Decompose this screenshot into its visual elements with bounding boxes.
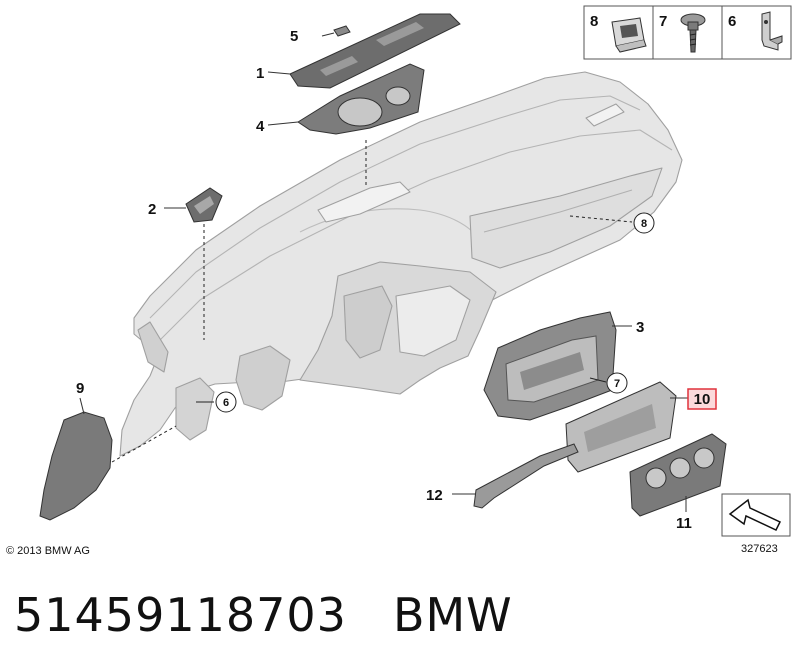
callout-2: 2 [148,201,156,218]
callout-3: 3 [636,319,644,336]
legend-label-8: 8 [590,13,598,30]
callout-5: 5 [290,28,298,45]
callout-10-highlighted[interactable]: 10 [687,388,717,410]
legend-box: 8 7 6 [583,5,792,60]
copyright-text: © 2013 BMW AG [6,545,90,557]
part-11-climate-panel [629,433,727,517]
callout-1: 1 [256,65,264,82]
dashboard-body [119,71,683,457]
callout-circle-7: 7 [606,372,628,394]
orientation-arrow-box: 327623 [721,493,791,555]
brand-name: BMW [392,588,513,642]
callout-4: 4 [256,118,265,135]
callout-11: 11 [676,515,692,532]
svg-text:7: 7 [614,378,620,390]
callout-circle-8: 8 [633,212,655,234]
callout-labels: 5 1 4 2 3 9 12 11 8 7 6 10 [76,28,717,532]
part-1-cover [267,13,461,89]
svg-text:6: 6 [223,397,229,409]
legend-label-6: 6 [728,13,736,30]
leader-lines [111,140,633,463]
part-2-vent [164,187,223,223]
callout-12: 12 [426,487,443,504]
part-number: 51459118703 [14,588,347,642]
part-9-side-trim [39,397,113,521]
part-10-trim [565,381,688,473]
screw-icon [680,13,706,53]
part-3-bracket [483,311,632,421]
legend-label-7: 7 [659,13,667,30]
part-5-cap [321,25,351,37]
part-12-rail [452,443,579,509]
part-4-carrier [267,63,425,135]
parts-diagram: 8 7 6 [6,5,792,557]
bracket-icon [761,11,783,51]
svg-text:8: 8 [641,218,647,230]
part-caption: 51459118703 BMW [14,588,513,642]
diagram-number: 327623 [741,543,778,555]
callout-circle-6: 6 [215,391,237,413]
svg-text:10: 10 [694,391,711,408]
callout-9: 9 [76,380,84,397]
clip-nut-icon [611,17,647,53]
